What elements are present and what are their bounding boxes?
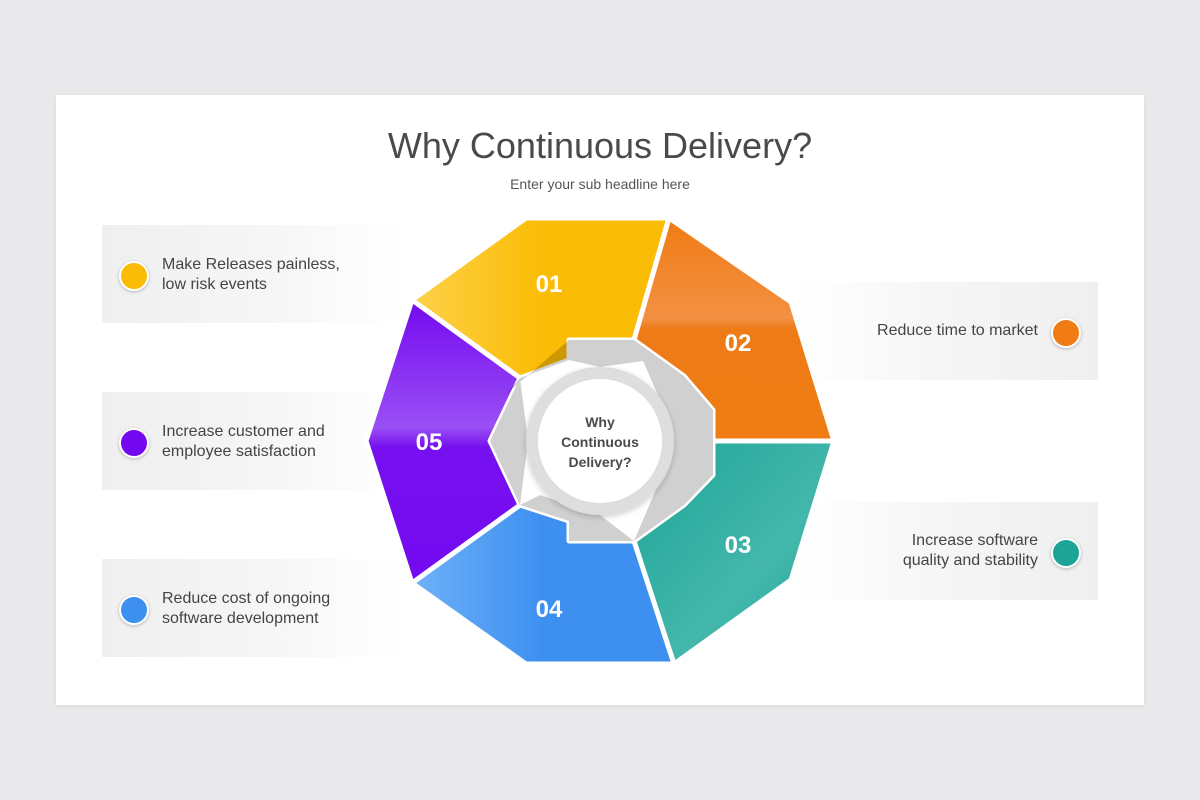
panel-04-line-1: Reduce cost of ongoing xyxy=(162,590,331,607)
panel-05-line-2: employee satisfaction xyxy=(162,443,316,460)
panel-01-line-2: low risk events xyxy=(162,276,267,293)
segment-04 xyxy=(409,502,677,667)
panel-02-text: Reduce time to market xyxy=(877,321,1038,341)
segment-01-inner-shade xyxy=(505,340,650,395)
panel-05: Increase customer and employee satisfact… xyxy=(102,392,402,490)
panel-01-text: Make Releases painless, low risk events xyxy=(162,255,340,295)
panel-04-line-2: software development xyxy=(162,610,319,627)
center-disc xyxy=(538,379,662,503)
segment-05-inner-shade xyxy=(490,378,528,505)
bullet-dot-05 xyxy=(119,428,149,458)
bullet-dot-03 xyxy=(1051,538,1081,568)
segment-02 xyxy=(631,215,837,444)
panel-03-line-1: Increase software xyxy=(911,532,1038,549)
slide-title: Why Continuous Delivery? xyxy=(387,125,813,166)
panel-02: Reduce time to market xyxy=(798,282,1098,380)
bullet-dot-01 xyxy=(119,261,149,291)
center-line-1: Why xyxy=(585,414,615,430)
segment-05 xyxy=(363,297,523,586)
bullet-dot-04 xyxy=(119,595,149,625)
center-line-2: Continuous xyxy=(561,434,639,450)
segment-02-number: 02 xyxy=(725,330,752,357)
panel-01: Make Releases painless, low risk events xyxy=(102,225,402,323)
segment-03-number: 03 xyxy=(725,532,752,559)
segment-04-inner-shade xyxy=(520,495,634,541)
panel-03-line-2: quality and stability xyxy=(902,552,1038,569)
segment-04-number: 04 xyxy=(536,596,563,623)
segment-01-number: 01 xyxy=(536,271,563,298)
panel-04-text: Reduce cost of ongoing software developm… xyxy=(162,589,330,629)
panel-05-text: Increase customer and employee satisfact… xyxy=(162,422,325,462)
center-line-3: Delivery? xyxy=(568,454,631,470)
panel-01-line-1: Make Releases painless, xyxy=(162,256,340,273)
segment-03 xyxy=(631,438,837,667)
panel-03-text: Increase software quality and stability xyxy=(903,531,1038,571)
panel-02-line-1: Reduce time to market xyxy=(877,322,1038,339)
slide-subtitle: Enter your sub headline here xyxy=(510,176,690,192)
segment-02-inner-shade xyxy=(634,340,713,441)
panel-05-line-1: Increase customer and xyxy=(162,423,325,440)
segment-03-inner-shade xyxy=(634,441,713,541)
panel-04: Reduce cost of ongoing software developm… xyxy=(102,559,402,657)
panel-03: Increase software quality and stability xyxy=(798,502,1098,600)
segment-05-number: 05 xyxy=(416,429,443,456)
bullet-dot-02 xyxy=(1051,318,1081,348)
